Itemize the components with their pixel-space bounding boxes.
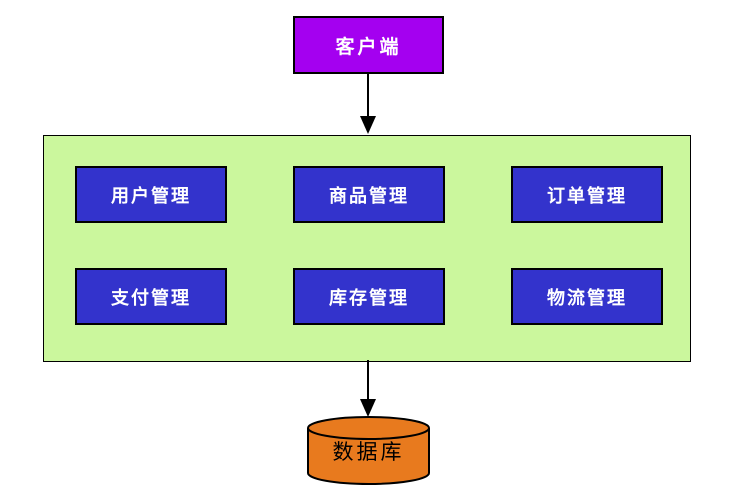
- module-label: 物流管理: [547, 287, 627, 308]
- arrow-modules-to-database-icon: [360, 360, 376, 417]
- module-label: 订单管理: [547, 185, 627, 206]
- module-label: 用户管理: [111, 185, 191, 206]
- module-user-management: 用户管理: [75, 166, 227, 223]
- module-label: 支付管理: [111, 287, 191, 308]
- database-label: 数据库: [332, 440, 405, 464]
- arrow-client-to-modules-icon: [360, 73, 376, 134]
- modules-container: 用户管理 商品管理 订单管理 支付管理 库存管理 物流管理: [43, 135, 691, 362]
- client-label: 客户端: [335, 36, 402, 58]
- module-logistics-management: 物流管理: [511, 268, 663, 325]
- client-node: 客户端: [293, 16, 444, 74]
- module-inventory-management: 库存管理: [293, 268, 445, 325]
- module-product-management: 商品管理: [293, 166, 445, 223]
- module-order-management: 订单管理: [511, 166, 663, 223]
- module-label: 商品管理: [329, 185, 409, 206]
- module-payment-management: 支付管理: [75, 268, 227, 325]
- module-label: 库存管理: [329, 287, 409, 308]
- database-cylinder-icon: [307, 416, 430, 485]
